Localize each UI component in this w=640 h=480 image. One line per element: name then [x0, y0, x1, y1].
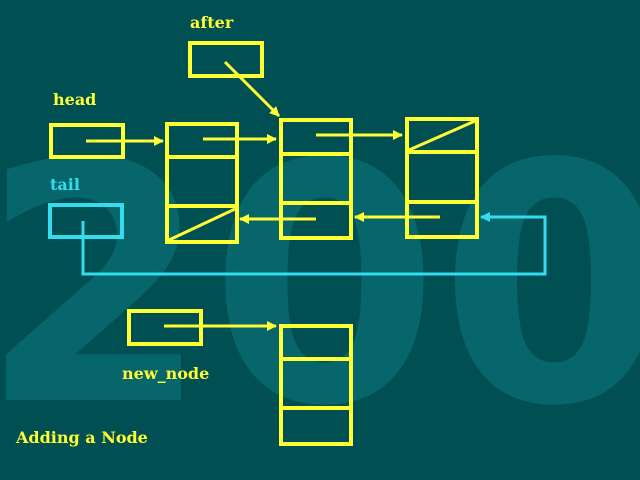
tail-arrow: [81, 212, 547, 276]
after-pointer-box: [188, 41, 264, 78]
new-node-label: new_node: [122, 364, 209, 383]
null-prev-slash: [168, 207, 236, 242]
head-label: head: [53, 90, 96, 109]
after-label: after: [190, 13, 234, 32]
diagram-caption: Adding a Node: [15, 428, 148, 447]
new-list-node: [279, 324, 353, 446]
watermark-year: 2003: [0, 94, 640, 478]
tail-label: tail: [50, 175, 80, 194]
list-node-3: [405, 117, 479, 239]
tail-pointer-box: [48, 203, 124, 239]
list-node-2: [279, 118, 353, 240]
after-arrow: [223, 60, 281, 118]
null-next-slash: [408, 119, 476, 152]
list-node-1: [165, 122, 239, 244]
